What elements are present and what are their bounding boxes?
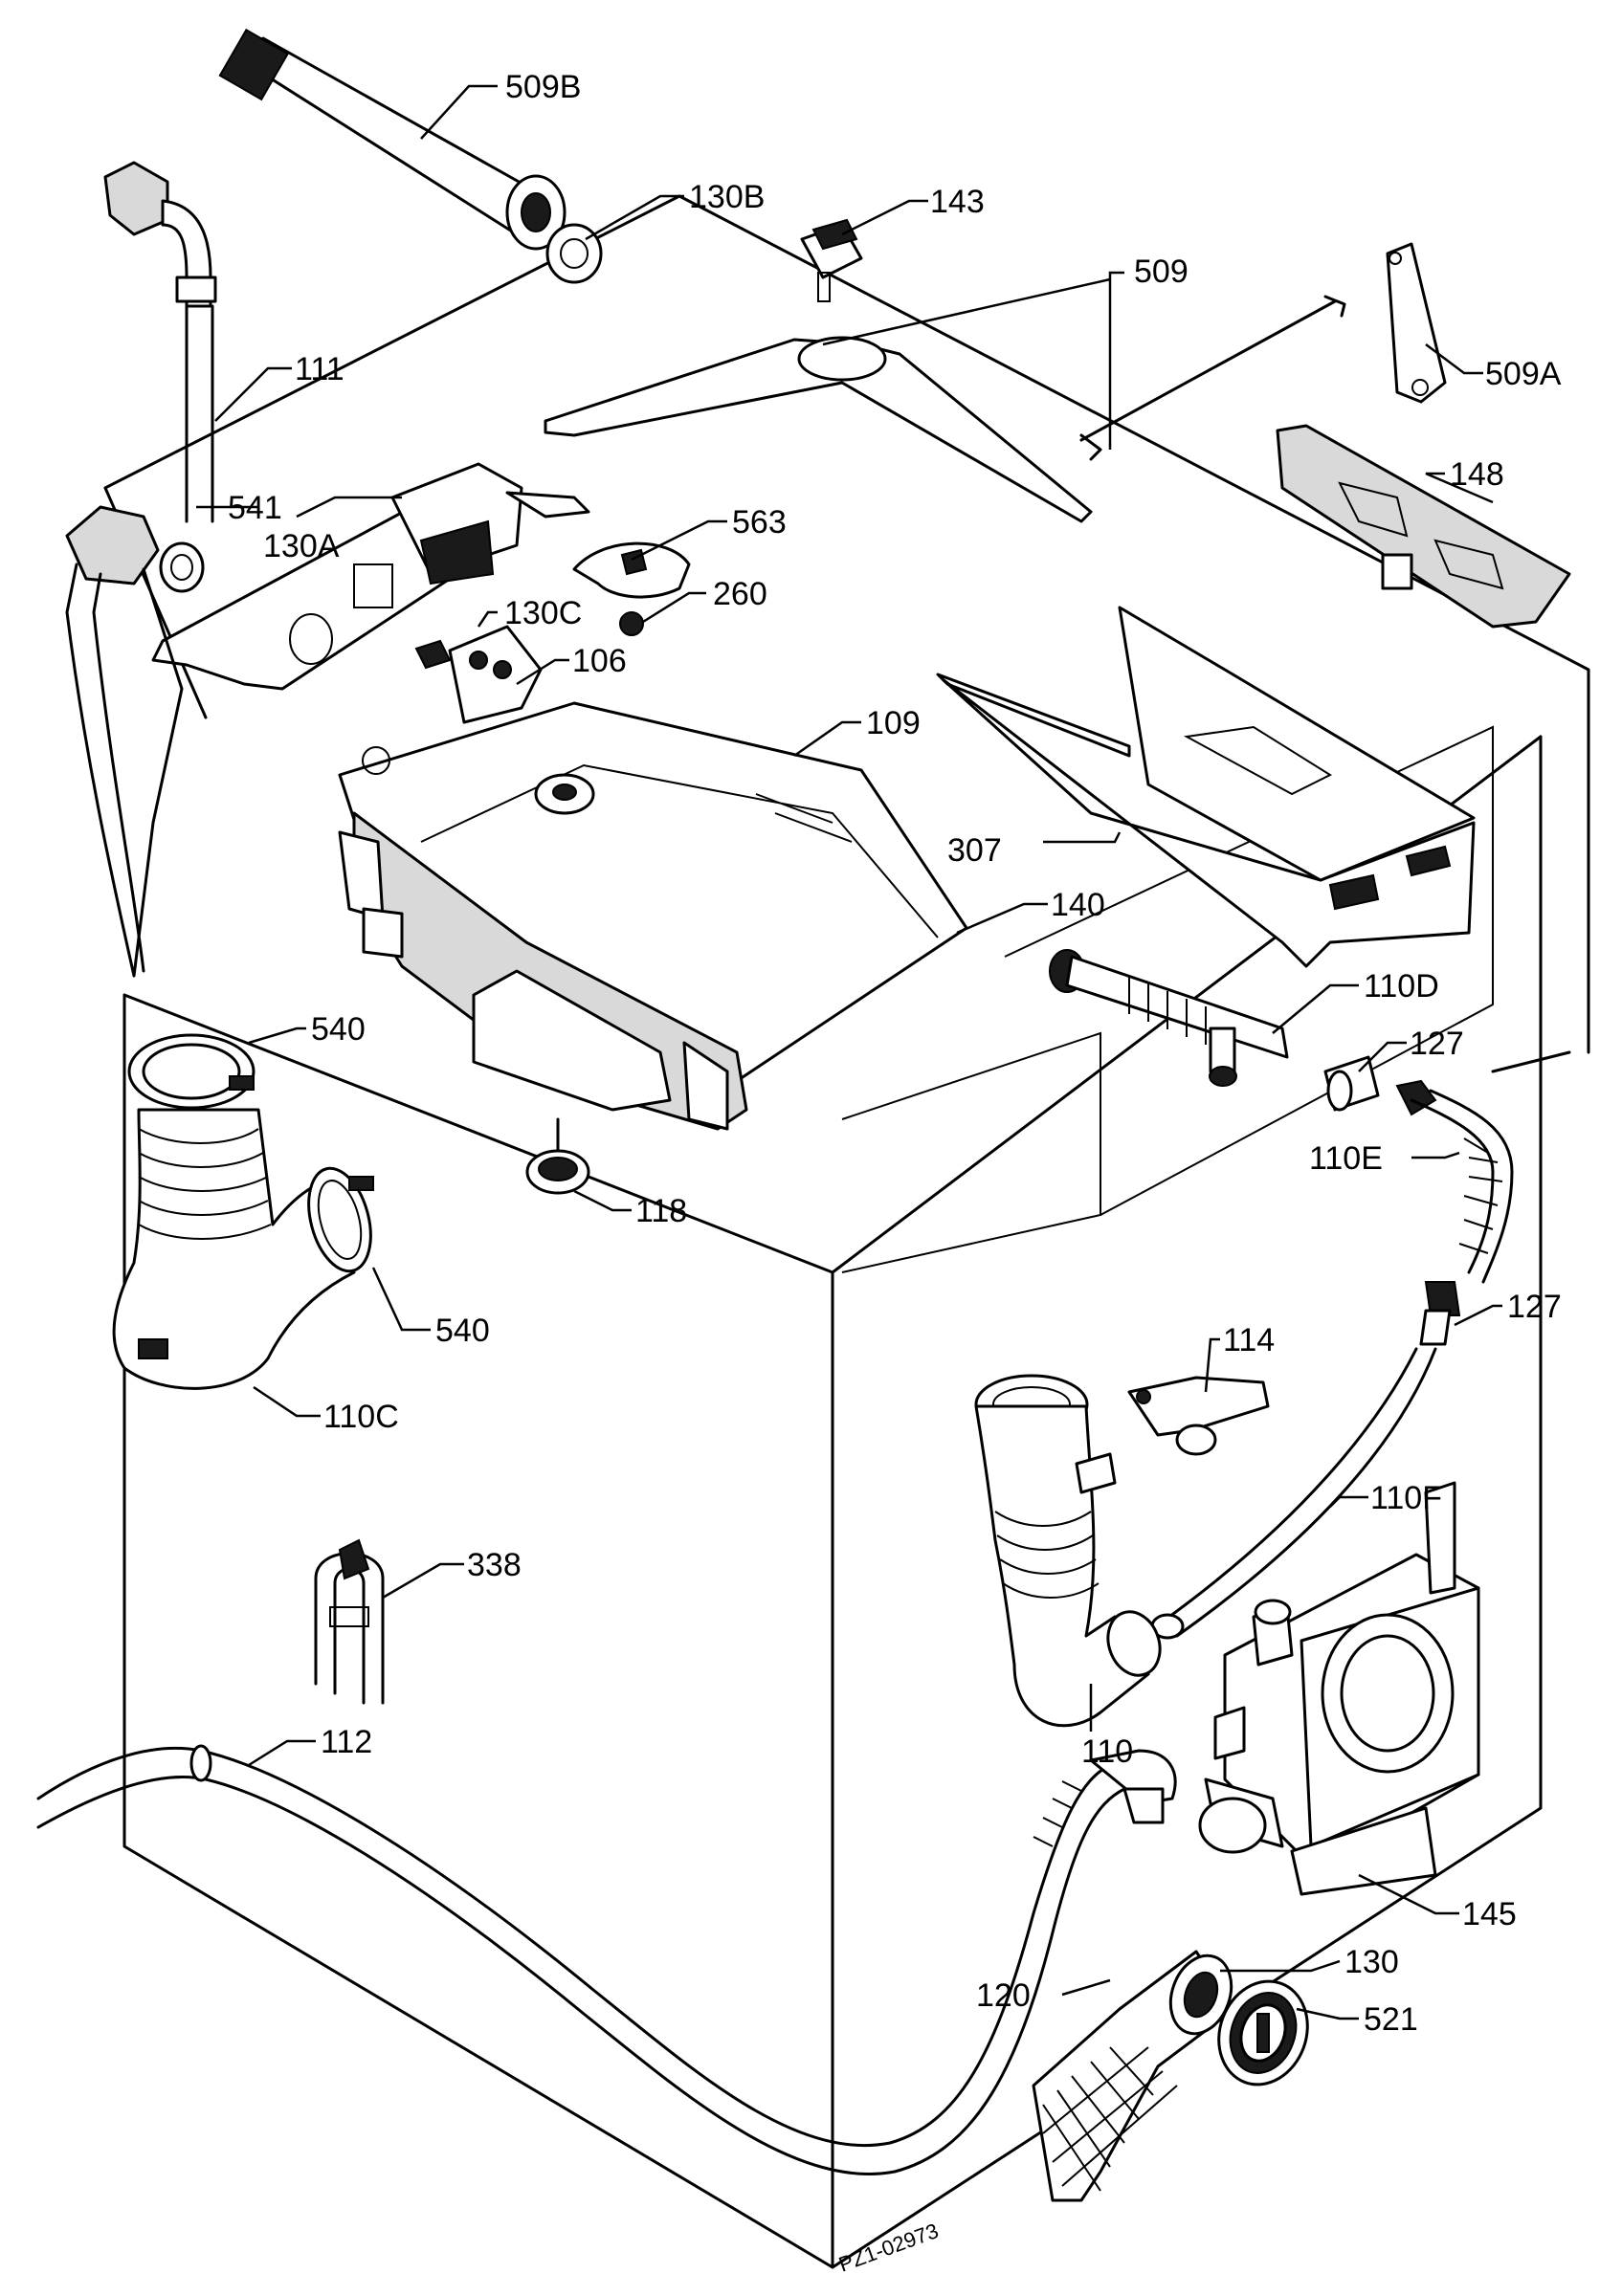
part-127-clip-upper	[1323, 1055, 1380, 1112]
part-118-drain-knob	[525, 1117, 590, 1195]
label-145: 145	[1462, 1896, 1517, 1932]
part-509a-lever-arm	[1386, 242, 1447, 404]
part-521-cap	[1217, 1979, 1309, 2086]
label-140: 140	[1051, 887, 1105, 923]
part-hose-loop-left	[65, 505, 184, 978]
label-130: 130	[1344, 1944, 1399, 1980]
label-540-upper: 540	[311, 1011, 366, 1048]
part-148-handle	[1276, 424, 1571, 629]
label-110f: 110F	[1370, 1480, 1442, 1516]
part-145-pump	[1198, 1481, 1480, 1896]
label-338: 338	[467, 1547, 522, 1583]
part-143-knob	[800, 218, 863, 302]
part-111-inlet-hose	[103, 161, 217, 523]
label-130a: 130A	[263, 528, 340, 564]
label-130b: 130B	[689, 179, 765, 215]
label-127-lower: 127	[1507, 1289, 1562, 1325]
part-541-bracket	[151, 462, 590, 691]
label-110: 110	[1081, 1733, 1133, 1770]
part-509-lever	[544, 295, 1346, 523]
part-130a-washer	[159, 541, 205, 593]
label-120: 120	[976, 1977, 1031, 2014]
part-114-clamp	[1127, 1376, 1270, 1456]
part-563-cam	[572, 541, 691, 599]
part-110d-connector	[1049, 949, 1289, 1087]
part-110e-hose	[1395, 1079, 1514, 1284]
part-260-spring	[619, 611, 644, 636]
label-127-upper: 127	[1410, 1026, 1464, 1062]
part-540-clamp-lower	[307, 1166, 374, 1273]
part-509b-inlet-valve	[218, 28, 567, 251]
label-307: 307	[947, 832, 1002, 869]
label-110d: 110D	[1364, 968, 1439, 1004]
label-114: 114	[1223, 1322, 1275, 1358]
label-106: 106	[572, 643, 627, 679]
part-540-clamp-upper	[127, 1033, 256, 1110]
label-148: 148	[1450, 456, 1504, 493]
label-143: 143	[930, 184, 985, 220]
label-540-lower: 540	[435, 1313, 490, 1349]
part-110-sump-hose	[974, 1374, 1162, 1728]
label-260: 260	[713, 576, 767, 612]
label-112: 112	[321, 1724, 372, 1760]
label-110e: 110E	[1309, 1140, 1383, 1177]
part-338-hose-clip	[314, 1538, 385, 1705]
part-112-drain-hose	[36, 1744, 1177, 2175]
part-140-drawer-base	[472, 969, 729, 1131]
part-307-drawer	[936, 606, 1476, 968]
part-127-clip-lower	[1419, 1281, 1461, 1346]
label-509: 509	[1134, 254, 1189, 290]
label-509a: 509A	[1485, 356, 1562, 392]
label-110c: 110C	[323, 1399, 399, 1435]
label-563: 563	[732, 504, 787, 541]
part-106-switch	[448, 625, 543, 724]
label-130c: 130C	[504, 595, 582, 631]
part-130b-washer	[545, 223, 603, 284]
part-130c-spring	[414, 639, 452, 670]
part-130-seal	[1168, 1954, 1233, 2036]
part-110f-hose	[1150, 1347, 1437, 1640]
label-111: 111	[295, 351, 344, 387]
label-509b: 509B	[505, 69, 581, 105]
leader-lines	[196, 84, 1502, 2020]
label-109: 109	[866, 705, 921, 741]
label-521: 521	[1364, 2001, 1418, 2038]
part-110c-bellows	[112, 1108, 356, 1390]
drawing-code: PZ1-02973	[835, 2219, 942, 2277]
label-541: 541	[228, 490, 282, 526]
label-118: 118	[635, 1193, 687, 1229]
